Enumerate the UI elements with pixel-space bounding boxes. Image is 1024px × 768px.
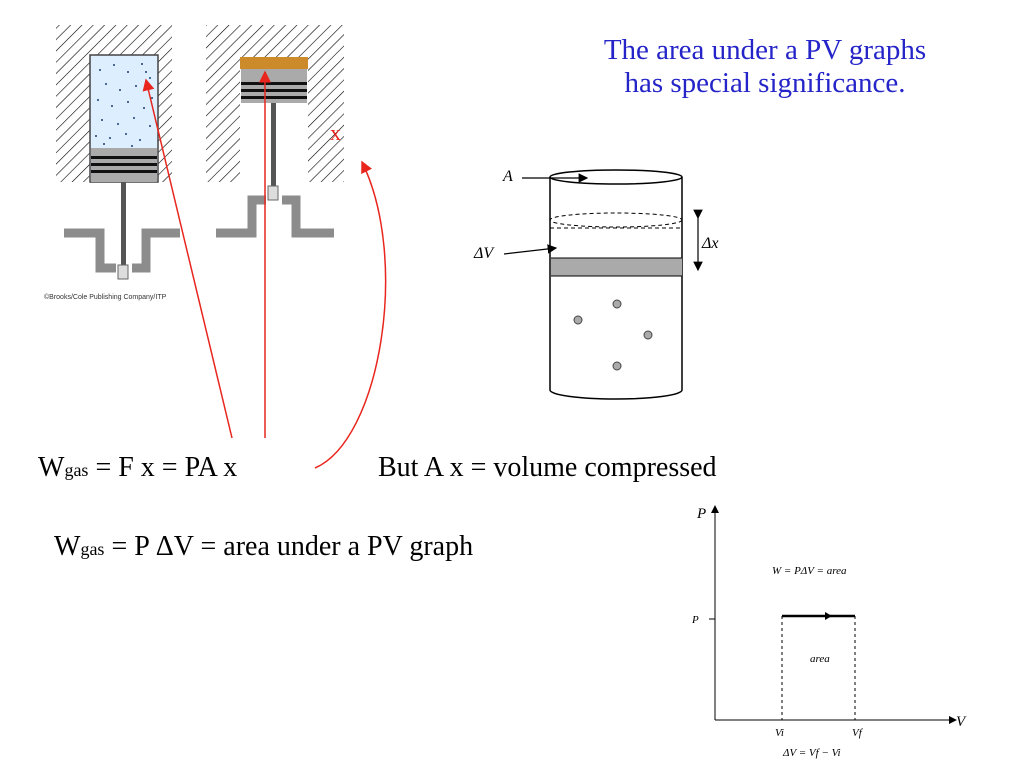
volume-equation: But A x = volume compressed — [378, 452, 717, 483]
delta-v-label: ΔV — [473, 245, 495, 262]
delta-v-equation: ΔV = Vf − Vi — [782, 747, 841, 759]
v-axis-label: V — [956, 714, 967, 730]
work-equation: Wgas = F x = PA x — [38, 452, 238, 483]
cylinder-diagram: A ΔV Δx — [473, 168, 719, 400]
pv-graph: P V P W = PΔV = area area Vi Vf ΔV = Vf … — [691, 505, 967, 759]
arrow-overlay — [142, 70, 387, 469]
arrow-to-x — [314, 160, 387, 469]
slide-title: The area under a PV graphs has special s… — [603, 34, 927, 99]
p-tick-label: P — [691, 614, 699, 626]
vf-label: Vf — [852, 727, 864, 739]
area-equation: Wgas = P ΔV = area under a PV graph — [54, 531, 474, 562]
area-label: A — [502, 168, 513, 185]
p-axis-label: P — [696, 506, 706, 522]
area-inside-label: area — [810, 653, 830, 665]
arrow-to-gas — [142, 78, 233, 439]
vi-label: Vi — [775, 727, 784, 739]
delta-x-label: Δx — [701, 235, 719, 252]
right-cylinder — [206, 25, 344, 238]
left-cylinder — [56, 25, 180, 280]
piston-diagram: x — [56, 25, 344, 280]
x-label: x — [330, 120, 341, 145]
work-label: W = PΔV = area — [772, 565, 847, 577]
credit-text: ©Brooks/Cole Publishing Company/ITP — [44, 294, 167, 301]
